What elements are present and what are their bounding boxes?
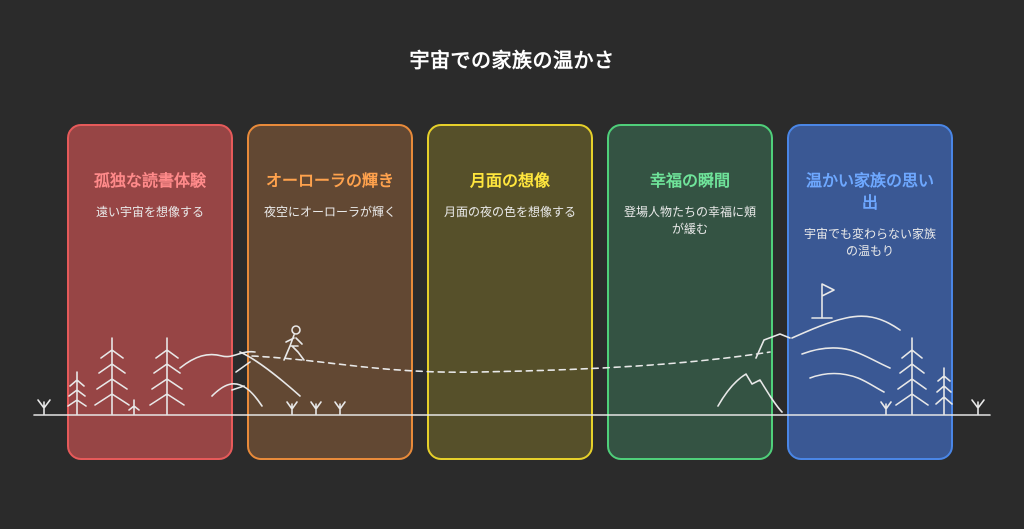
mountain-icon	[179, 350, 301, 407]
pine-tree-icon	[67, 371, 87, 415]
stage-card-happiness: 幸福の瞬間 登場人物たちの幸福に頬が緩む	[607, 124, 773, 460]
hiker-icon	[283, 325, 305, 361]
pine-tree-icon	[94, 337, 130, 415]
pine-tree-icon	[935, 367, 953, 415]
grass-sprout-icon	[880, 401, 892, 415]
card-description: 登場人物たちの幸福に頬が緩む	[623, 205, 756, 236]
grass-sprout-icon	[310, 401, 322, 415]
card-title: オーローラの輝き	[265, 171, 394, 190]
diagram-title: 宇宙での家族の温かさ	[409, 48, 615, 72]
card-title: 孤独な読書体験	[93, 171, 206, 190]
grass-sprout-icon	[37, 399, 51, 415]
journey-path	[251, 351, 771, 373]
grass-sprout-icon	[971, 399, 985, 415]
card-description: 遠い宇宙を想像する	[95, 205, 204, 219]
grass-sprout-icon	[286, 401, 298, 415]
stage-card-aurora: オーローラの輝き 夜空にオーローラが輝く	[247, 124, 413, 460]
stage-card-moon-surface: 月面の想像 月面の夜の色を想像する	[427, 124, 593, 460]
card-description: 月面の夜の色を想像する	[443, 205, 576, 219]
pine-tree-icon	[895, 337, 929, 415]
card-title: 幸福の瞬間	[649, 171, 730, 190]
grass-sprout-icon	[334, 401, 346, 415]
pine-tree-icon	[128, 399, 140, 415]
stage-card-solitary-reading: 孤独な読書体験 遠い宇宙を想像する	[67, 124, 233, 460]
card-description: 宇宙でも変わらない家族の温もり	[803, 227, 936, 258]
card-title: 月面の想像	[469, 171, 550, 190]
pine-tree-icon	[149, 337, 185, 415]
card-description: 夜空にオーローラが輝く	[263, 205, 396, 219]
card-title: 温かい家族の思い出	[805, 171, 934, 212]
mountain-icon	[717, 315, 901, 413]
flag-icon	[811, 283, 835, 319]
